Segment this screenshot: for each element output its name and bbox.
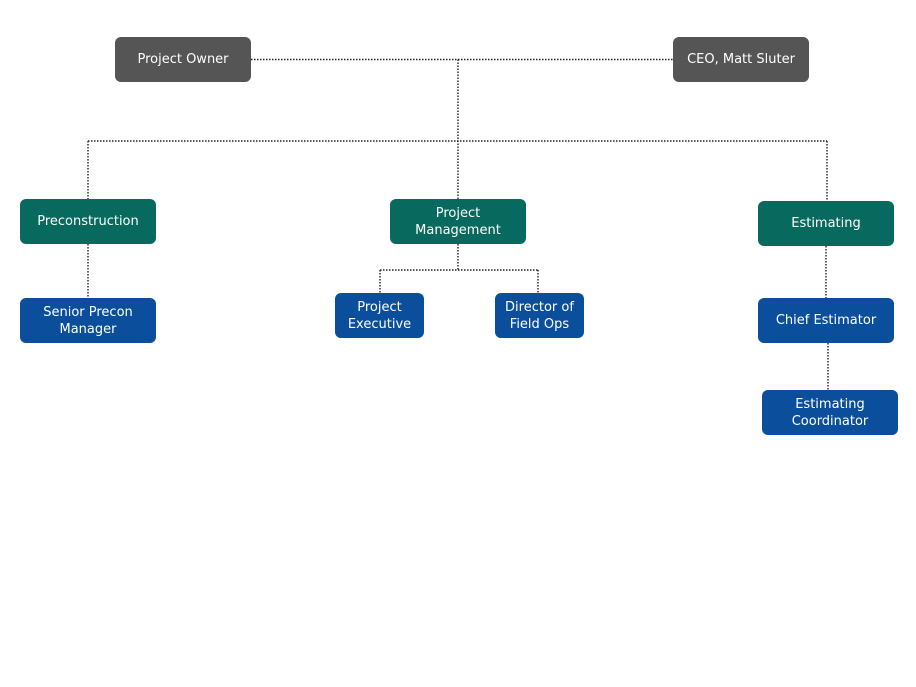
node-project-executive: Project Executive [335, 293, 424, 338]
node-chief-estimator: Chief Estimator [758, 298, 894, 343]
node-estimating-coordinator: Estimating Coordinator [762, 390, 898, 435]
node-ceo: CEO, Matt Sluter [673, 37, 809, 82]
node-estimating: Estimating [758, 201, 894, 246]
node-project-owner: Project Owner [115, 37, 251, 82]
node-project-management: Project Management [390, 199, 526, 244]
node-director-field-ops: Director of Field Ops [495, 293, 584, 338]
node-senior-precon-manager: Senior Precon Manager [20, 298, 156, 343]
connector-pm-bus [379, 244, 539, 293]
node-preconstruction: Preconstruction [20, 199, 156, 244]
